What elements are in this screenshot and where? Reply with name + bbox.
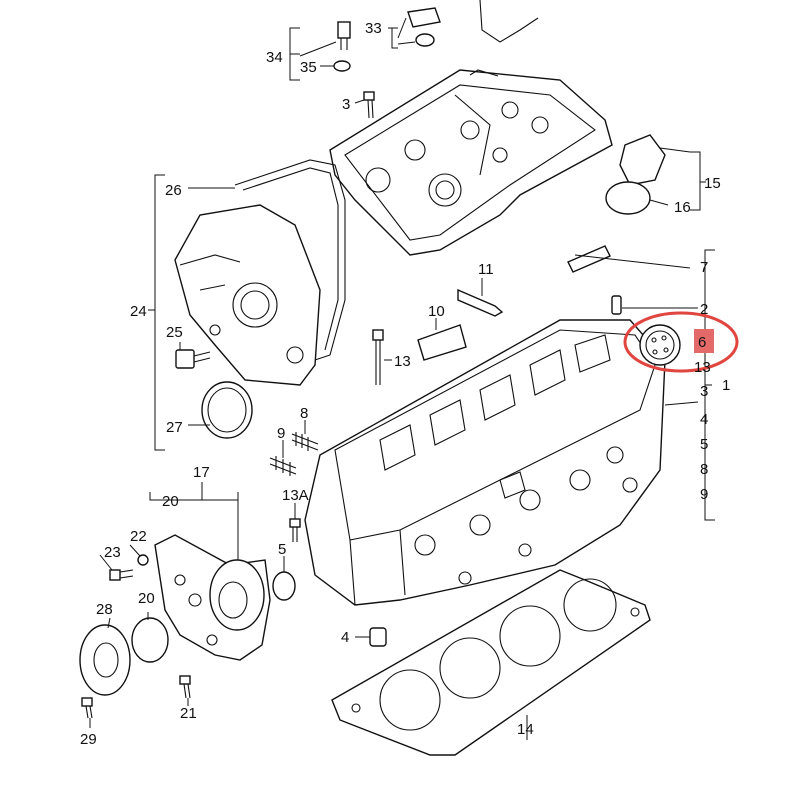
callout-8-right: 8 — [700, 461, 708, 478]
callout-14: 14 — [517, 721, 534, 738]
bolt-29[interactable] — [81, 697, 93, 719]
callout-20: 20 — [138, 590, 155, 607]
head-gasket[interactable] — [331, 569, 651, 756]
stud-bolt-25[interactable] — [175, 349, 211, 369]
callout-9: 9 — [277, 425, 285, 442]
o-ring-20[interactable] — [131, 617, 169, 663]
callout-16: 16 — [674, 199, 691, 216]
callout-3-right: 3 — [700, 383, 708, 400]
bolt-21[interactable] — [179, 675, 191, 699]
timing-cover[interactable] — [174, 204, 321, 386]
pump-flange-28[interactable] — [79, 624, 131, 696]
valve-seal-4[interactable] — [369, 627, 387, 647]
seal-16[interactable] — [605, 181, 651, 215]
callout-34: 34 — [266, 49, 283, 66]
sensor-34[interactable] — [337, 21, 351, 50]
callout-29: 29 — [80, 731, 97, 748]
callout-23: 23 — [104, 544, 121, 561]
callout-15: 15 — [704, 175, 721, 192]
sealant-tube-7[interactable] — [567, 245, 611, 273]
seal-ring-35[interactable] — [333, 60, 351, 72]
callout-5: 5 — [278, 541, 286, 558]
highlight-label-bg — [694, 329, 714, 353]
highlight-ring — [623, 311, 739, 373]
callout-9-right: 9 — [700, 486, 708, 503]
cap-seal-33[interactable] — [415, 33, 435, 47]
plug-5[interactable] — [272, 571, 296, 601]
callouts: 34 35 33 3 15 16 26 24 25 27 11 10 13 7 … — [80, 20, 730, 748]
callout-2: 2 — [700, 301, 708, 318]
callout-4: 4 — [341, 629, 349, 646]
callout-17: 17 — [193, 464, 210, 481]
cylinder-head[interactable] — [304, 319, 666, 606]
callout-13-right: 13 — [694, 359, 711, 376]
callout-25: 25 — [166, 324, 183, 341]
callout-3-top: 3 — [342, 96, 350, 113]
washer-22[interactable] — [137, 554, 149, 566]
stud-9[interactable] — [269, 456, 297, 476]
callout-33: 33 — [365, 20, 382, 37]
highlight-callout-6 — [623, 311, 739, 373]
callout-6: 6 — [698, 334, 706, 351]
cover-gasket — [234, 159, 346, 361]
bolt-13[interactable] — [372, 329, 384, 385]
callout-13A: 13A — [282, 487, 309, 504]
callout-4-right: 4 — [700, 411, 708, 428]
callout-28: 28 — [96, 601, 113, 618]
callout-8: 8 — [300, 405, 308, 422]
callout-27: 27 — [166, 419, 183, 436]
callout-5-right: 5 — [700, 436, 708, 453]
callout-13-mid: 13 — [394, 353, 411, 370]
callout-10: 10 — [428, 303, 445, 320]
oil-cap-33[interactable] — [407, 7, 441, 28]
bolt-13A[interactable] — [289, 518, 301, 542]
vacuum-pump[interactable] — [154, 534, 271, 661]
callout-22: 22 — [130, 528, 147, 545]
callout-26: 26 — [165, 182, 182, 199]
cylinder-head-cover[interactable] — [329, 69, 613, 256]
leader-lines — [89, 17, 715, 740]
callout-24: 24 — [130, 303, 147, 320]
camshaft-adjuster-gear-6[interactable] — [639, 324, 681, 366]
stud-8[interactable] — [291, 432, 319, 451]
dowel-pin-2[interactable] — [611, 295, 622, 315]
callout-1: 1 — [722, 377, 730, 394]
callout-11: 11 — [478, 261, 494, 278]
shaft-seal[interactable] — [201, 381, 253, 439]
bolt-3-top[interactable] — [363, 91, 375, 119]
callout-35: 35 — [300, 59, 317, 76]
callout-21: 21 — [180, 705, 197, 722]
callout-7: 7 — [700, 259, 708, 276]
harness-line — [479, 0, 539, 43]
oil-filler-cap-15[interactable] — [619, 134, 666, 186]
sealant-tube-11[interactable] — [457, 288, 504, 317]
gasket-insert-10[interactable] — [417, 324, 467, 361]
callout-20-top: 20 — [162, 493, 179, 510]
bolt-23[interactable] — [109, 569, 134, 581]
